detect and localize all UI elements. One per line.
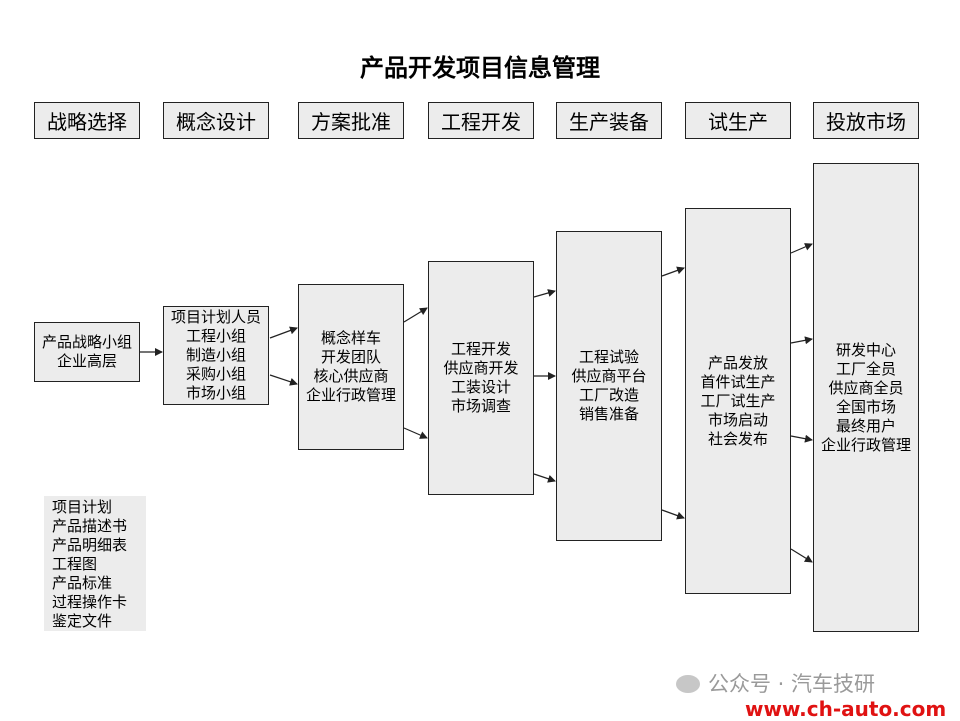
box-line: 概念样车 (320, 329, 381, 347)
box-line: 供应商开发 (443, 359, 519, 377)
flow-arrow (403, 307, 428, 323)
flow-arrow (533, 289, 556, 298)
document-list: 项目计划 产品描述书 产品明细表 工程图 产品标准 过程操作卡 鉴定文件 (44, 496, 146, 631)
box-engineering-testing: 工程试验 供应商平台 工厂改造 销售准备 (556, 231, 662, 541)
box-line: 企业高层 (56, 352, 117, 370)
flow-arrow (790, 243, 813, 254)
box-line: 工程试验 (578, 348, 639, 366)
box-rd-center: 研发中心 工厂全员 供应商全员 全国市场 最终用户 企业行政管理 (813, 163, 919, 632)
box-line: 工程开发 (450, 340, 511, 358)
box-line: 供应商平台 (571, 367, 647, 385)
box-line: 开发团队 (320, 348, 381, 366)
box-line: 项目计划人员 (170, 308, 261, 326)
box-line: 制造小组 (185, 346, 246, 364)
document-item: 产品明细表 (52, 536, 128, 554)
wechat-icon (676, 675, 700, 693)
flow-arrow (269, 374, 298, 386)
phase-market-launch: 投放市场 (813, 102, 919, 139)
flow-arrow (269, 326, 298, 339)
box-line: 市场小组 (185, 384, 246, 402)
box-concept-car: 概念样车 开发团队 核心供应商 企业行政管理 (298, 284, 404, 450)
box-line: 企业行政管理 (305, 386, 396, 404)
document-item: 鉴定文件 (52, 612, 113, 630)
box-line: 工厂试生产 (700, 391, 776, 410)
watermark-account: 公众号 · 汽车技研 (676, 668, 875, 698)
phase-trial-production: 试生产 (685, 102, 791, 139)
phase-approval: 方案批准 (298, 102, 404, 139)
box-line: 核心供应商 (313, 367, 389, 385)
watermark-text: 公众号 · 汽车技研 (708, 672, 876, 696)
flow-arrow (790, 434, 813, 443)
box-line: 最终用户 (835, 416, 896, 435)
flow-arrow (661, 266, 685, 277)
box-line: 工装设计 (450, 378, 511, 396)
box-product-release: 产品发放 首件试生产 工厂试生产 市场启动 社会发布 (685, 208, 791, 594)
phase-concept: 概念设计 (163, 102, 269, 139)
phase-strategy: 战略选择 (34, 102, 140, 139)
box-line: 研发中心 (835, 340, 896, 359)
watermark-url: www.ch-auto.com (745, 697, 947, 721)
box-line: 市场调查 (450, 397, 511, 415)
box-line: 采购小组 (185, 365, 246, 383)
document-item: 产品标准 (52, 574, 113, 592)
box-line: 首件试生产 (700, 372, 776, 391)
document-item: 项目计划 (52, 498, 113, 516)
document-item: 过程操作卡 (52, 593, 128, 611)
box-strategy-group: 产品战略小组 企业高层 (34, 322, 140, 382)
box-line: 销售准备 (578, 405, 639, 423)
box-line: 工程小组 (185, 327, 246, 345)
phase-production-prep: 生产装备 (556, 102, 662, 139)
document-item: 工程图 (52, 555, 98, 573)
page-title: 产品开发项目信息管理 (360, 53, 600, 82)
box-project-team: 项目计划人员 工程小组 制造小组 采购小组 市场小组 (163, 306, 269, 405)
box-line: 社会发布 (707, 429, 768, 448)
box-engineering-development: 工程开发 供应商开发 工装设计 市场调查 (428, 261, 534, 495)
box-line: 市场启动 (707, 410, 768, 429)
box-line: 全国市场 (835, 397, 896, 416)
box-line: 工厂改造 (578, 386, 639, 404)
flow-arrow (790, 548, 813, 563)
document-item: 产品描述书 (52, 517, 128, 535)
phase-engineering: 工程开发 (428, 102, 534, 139)
box-line: 产品战略小组 (41, 333, 132, 351)
box-line: 企业行政管理 (820, 435, 911, 454)
flow-arrow (790, 336, 813, 345)
box-line: 产品发放 (707, 353, 768, 372)
box-line: 供应商全员 (828, 378, 904, 397)
flow-arrow (533, 473, 556, 483)
flow-arrow (403, 427, 428, 439)
box-line: 工厂全员 (835, 359, 896, 378)
flow-arrow (661, 509, 685, 520)
